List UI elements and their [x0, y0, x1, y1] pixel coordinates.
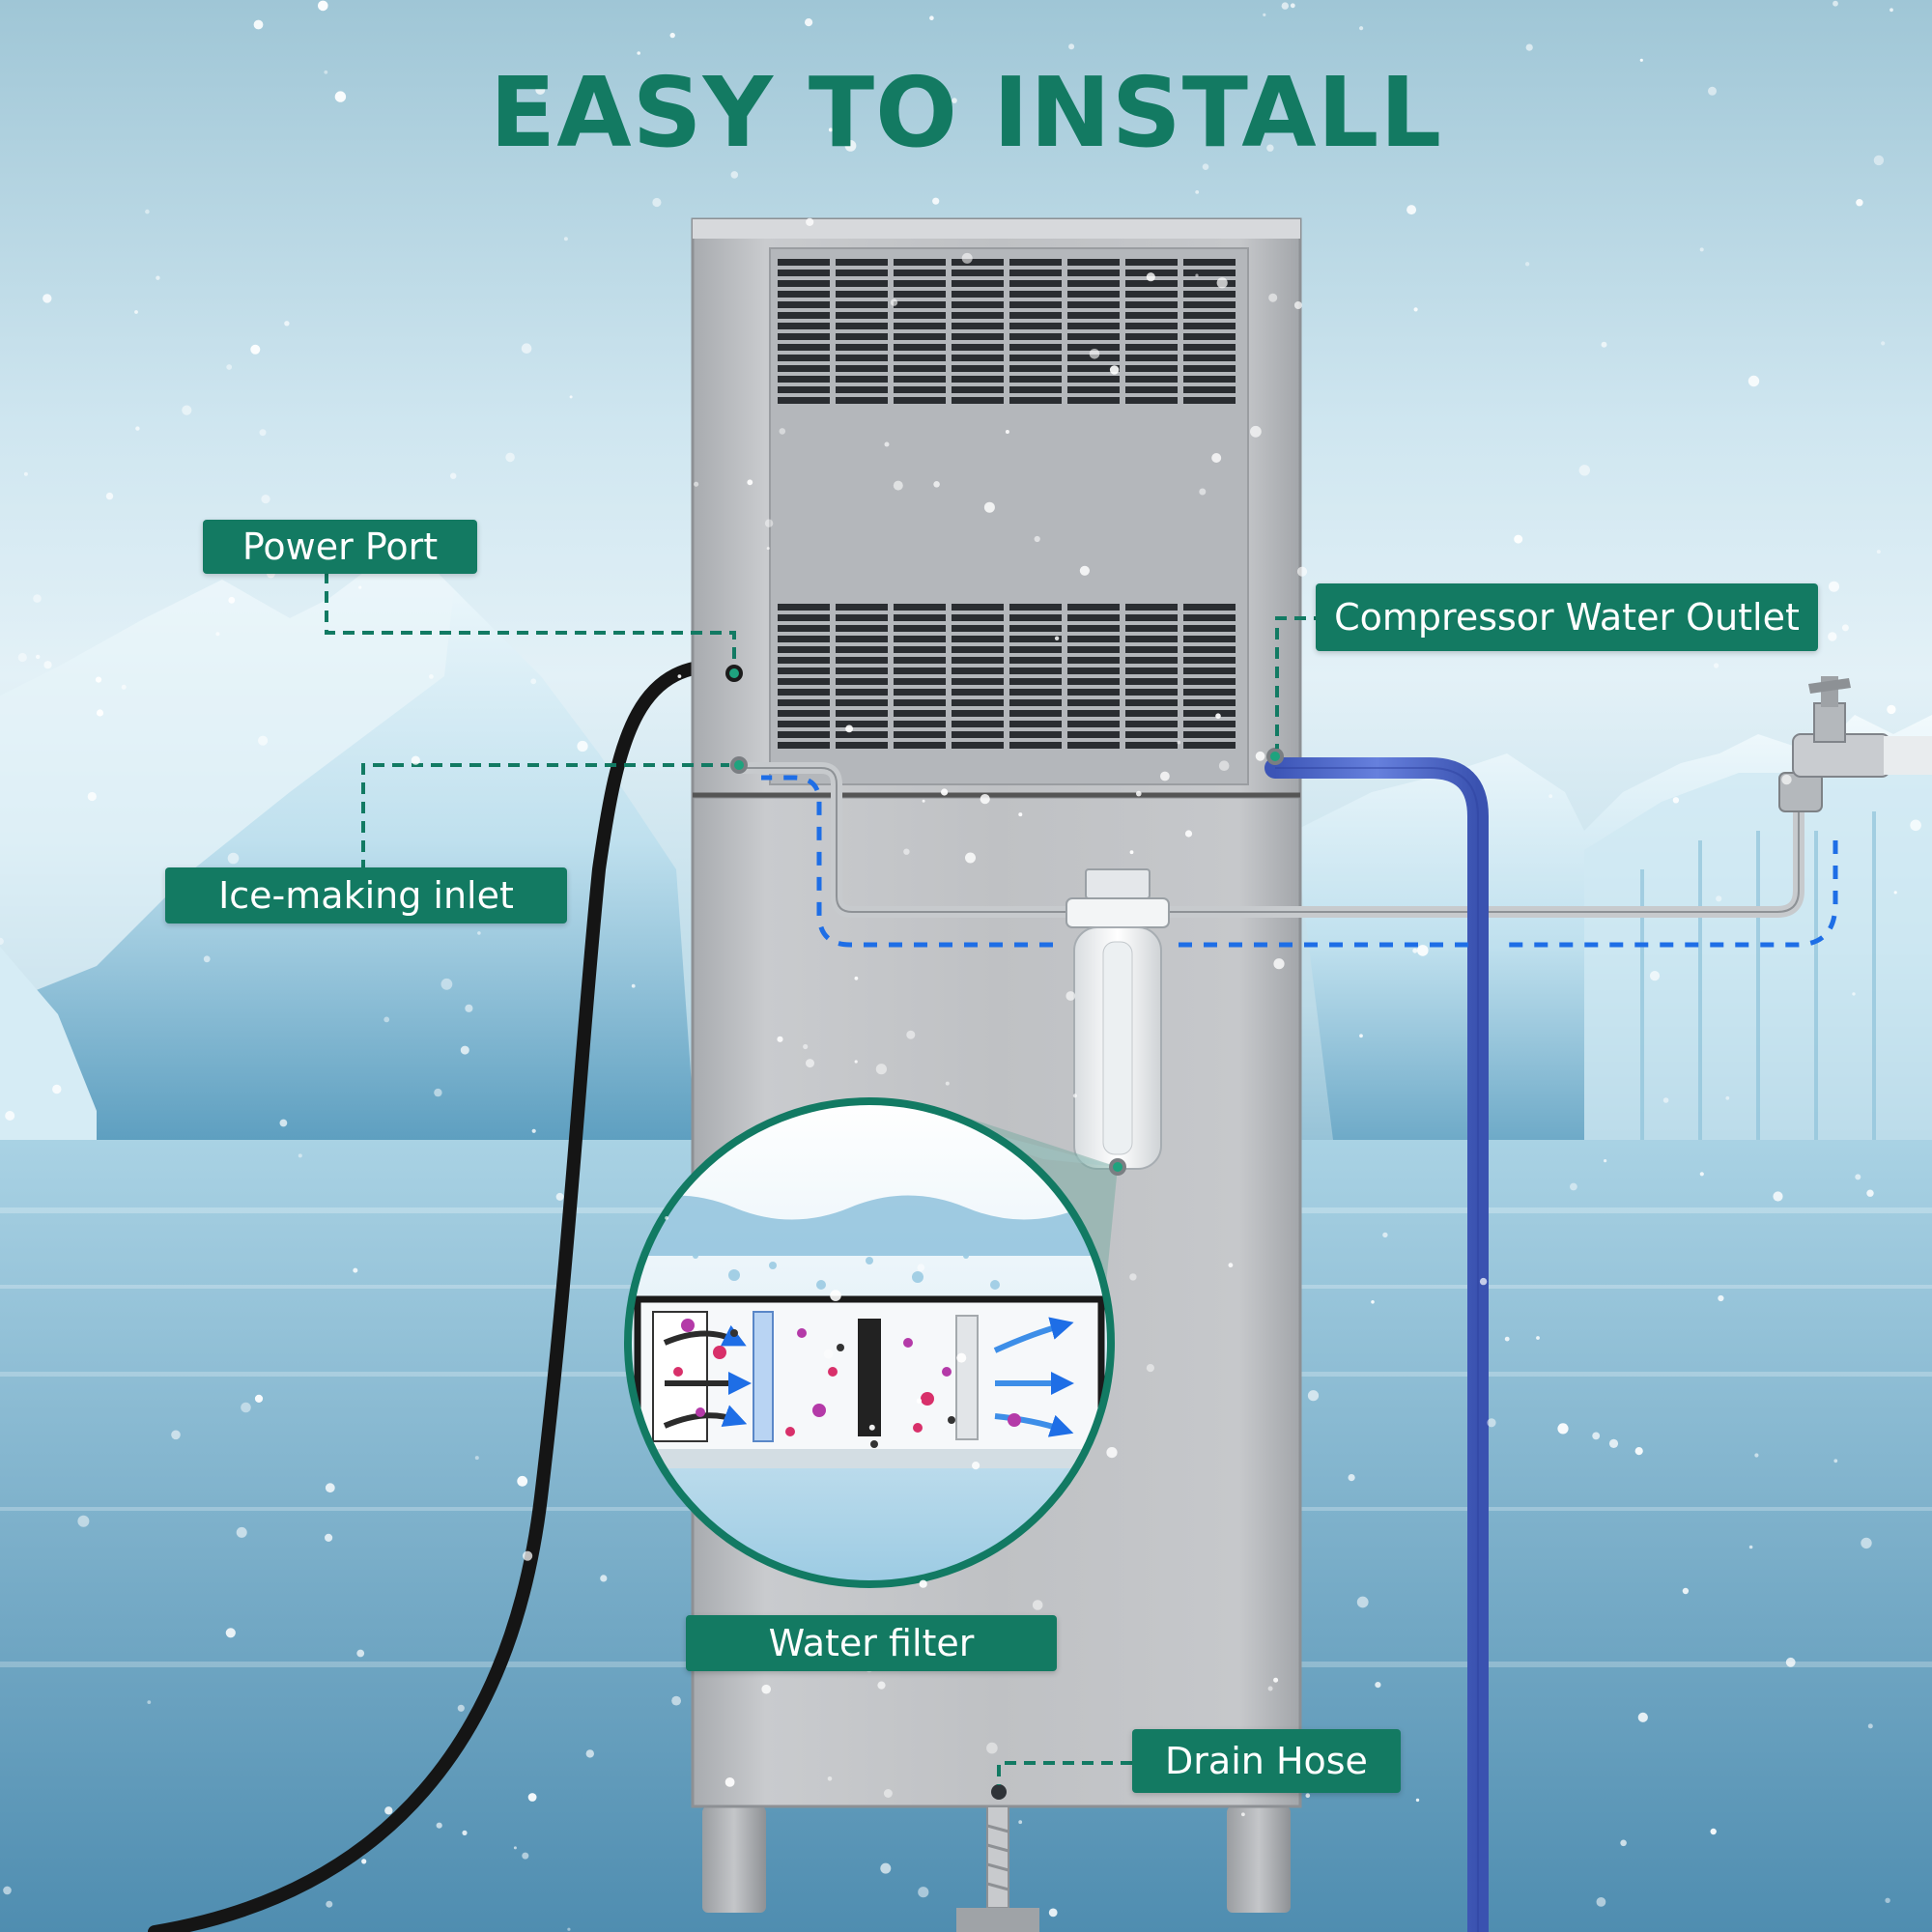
power-cord [148, 659, 741, 1932]
water-flow-arrows [761, 775, 1838, 948]
compressor-water-outlet-label: Compressor Water Outlet [1316, 583, 1818, 651]
page-title: EASY TO INSTALL [489, 56, 1443, 169]
drain-hose-fitting [956, 1784, 1039, 1932]
ice-making-inlet-label: Ice-making inlet [165, 867, 567, 923]
power-port-label: Power Port [203, 520, 477, 574]
drain-hose-label: Drain Hose [1132, 1729, 1401, 1793]
contaminant-particle-icon [673, 1319, 1021, 1448]
water-filter-label: Water filter [686, 1615, 1057, 1671]
filter-detail-zoom [624, 1097, 1115, 1588]
glaciers-left [0, 541, 696, 1217]
filter-cartridge-icon [1065, 868, 1170, 1170]
leader-lines [325, 572, 1325, 1785]
machine-legs [702, 1806, 1291, 1913]
vent-grille-bottom [778, 604, 1236, 749]
water-faucet-icon [1778, 676, 1932, 812]
vent-grille-top [778, 259, 1236, 404]
